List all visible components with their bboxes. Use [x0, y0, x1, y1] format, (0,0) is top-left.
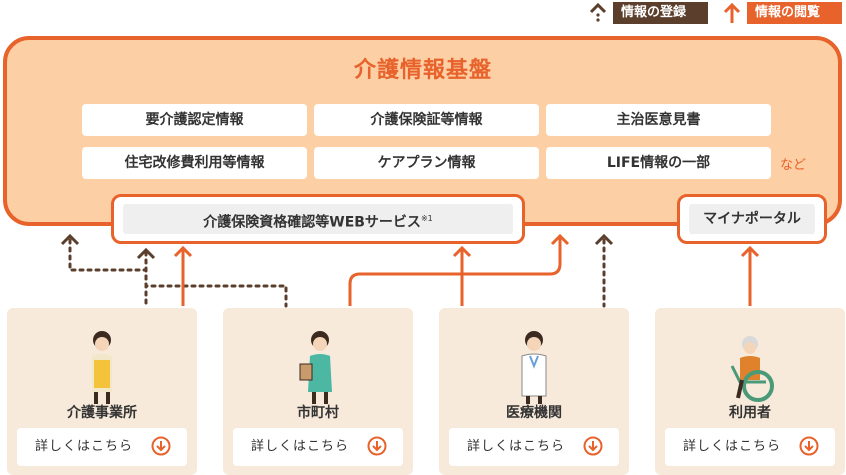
info-item-home-renovation: 住宅改修費利用等情報 [82, 147, 307, 179]
legend-registration-label: 情報の登録 [613, 2, 708, 24]
entity-card-medical-institution: 医療機関 詳しくはこちら [439, 308, 629, 475]
details-link-user[interactable]: 詳しくはこちら [665, 428, 835, 466]
details-link-label: 詳しくはこちら [683, 439, 782, 454]
dotted-up-arrow-icon [589, 2, 607, 22]
details-link-medical-institution[interactable]: 詳しくはこちら [449, 428, 619, 466]
details-link-label: 詳しくはこちら [251, 439, 350, 454]
etc-label: など [780, 158, 807, 173]
myna-portal-label: マイナポータル [689, 204, 815, 234]
details-link-label: 詳しくはこちら [35, 439, 134, 454]
solid-up-arrow-icon [723, 2, 741, 23]
details-link-care-provider[interactable]: 詳しくはこちら [17, 428, 187, 466]
doctor-icon [521, 331, 547, 404]
details-link-label: 詳しくはこちら [467, 439, 566, 454]
entity-name: 市町村 [297, 405, 339, 421]
care-worker-icon [92, 331, 112, 404]
web-service-note: ※1 [420, 214, 433, 223]
entity-card-care-provider: 介護事業所 詳しくはこちら [7, 308, 197, 475]
arrow-down-circle-icon [151, 436, 171, 456]
entity-card-user: 利用者 詳しくはこちら [655, 308, 845, 475]
arrow-down-circle-icon [367, 436, 387, 456]
wheelchair-user-icon [730, 336, 774, 402]
info-item-life-data: LIFE情報の一部 [546, 147, 771, 179]
info-item-care-certification: 要介護認定情報 [82, 104, 307, 136]
web-service-label: 介護保険資格確認等WEBサービス [203, 214, 421, 231]
info-item-care-plan: ケアプラン情報 [314, 147, 539, 179]
municipal-staff-icon [299, 331, 332, 404]
info-item-insurance-card: 介護保険証等情報 [314, 104, 539, 136]
arrow-down-circle-icon [799, 436, 819, 456]
arrow-down-circle-icon [583, 436, 603, 456]
info-item-doctor-opinion: 主治医意見書 [546, 104, 771, 136]
platform-title: 介護情報基盤 [353, 58, 492, 83]
details-link-municipality[interactable]: 詳しくはこちら [233, 428, 403, 466]
entity-name: 利用者 [729, 405, 771, 421]
entity-name: 医療機関 [506, 405, 562, 421]
legend-viewing-label: 情報の閲覧 [747, 2, 842, 24]
myna-portal-box: マイナポータル [677, 194, 827, 244]
entity-card-municipality: 市町村 詳しくはこちら [223, 308, 413, 475]
web-service-box: 介護保険資格確認等WEBサービス※1 [111, 194, 525, 244]
entity-name: 介護事業所 [67, 405, 137, 421]
